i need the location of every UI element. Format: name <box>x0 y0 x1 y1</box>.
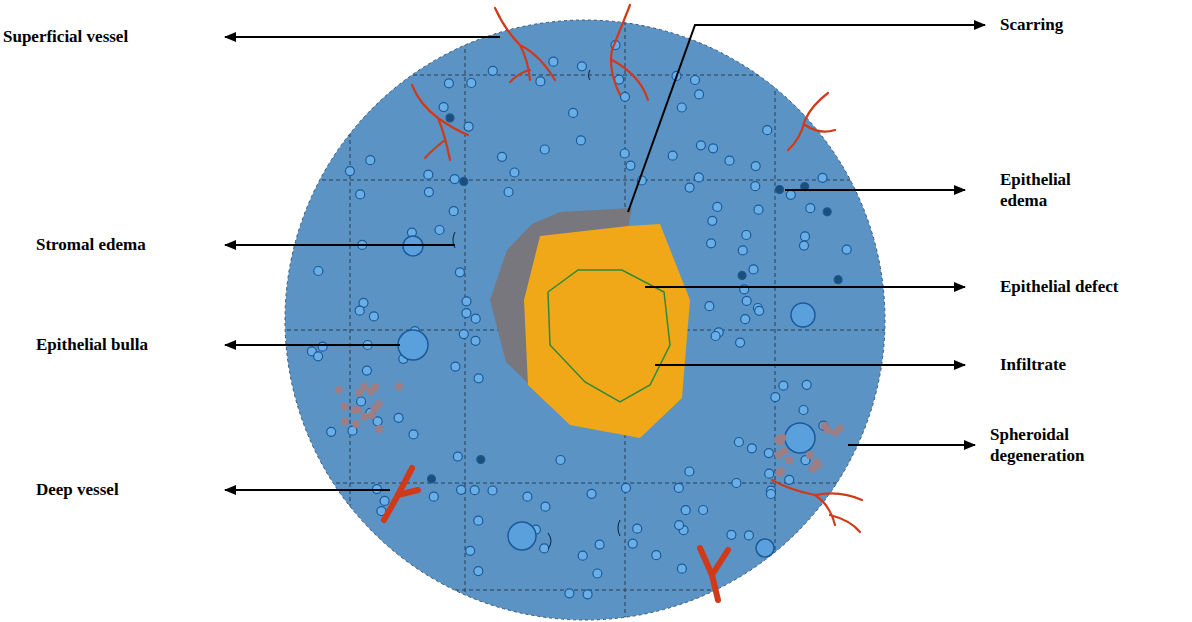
part-label: Superficial vessel <box>3 26 128 47</box>
leader-lines <box>225 25 985 490</box>
epithelial-defect <box>548 270 670 402</box>
spheroidal-degeneration <box>335 383 844 477</box>
edema-dots <box>307 41 851 599</box>
part-label: Infiltrate <box>1000 354 1066 375</box>
superficial-vessels <box>412 5 862 532</box>
part-label: Spheroidal degeneration <box>990 424 1120 466</box>
part-label: Epithelial edema <box>1000 169 1110 211</box>
part-label: Stromal edema <box>36 234 146 255</box>
infiltrate <box>524 224 690 438</box>
part-label: Epithelial bulla <box>36 334 148 355</box>
part-label: Scarring <box>1000 14 1063 35</box>
part-label: Epithelial defect <box>1000 276 1119 297</box>
part-label: Deep vessel <box>36 479 119 500</box>
cornea-disc <box>285 20 885 620</box>
deep-vessels <box>384 468 728 600</box>
